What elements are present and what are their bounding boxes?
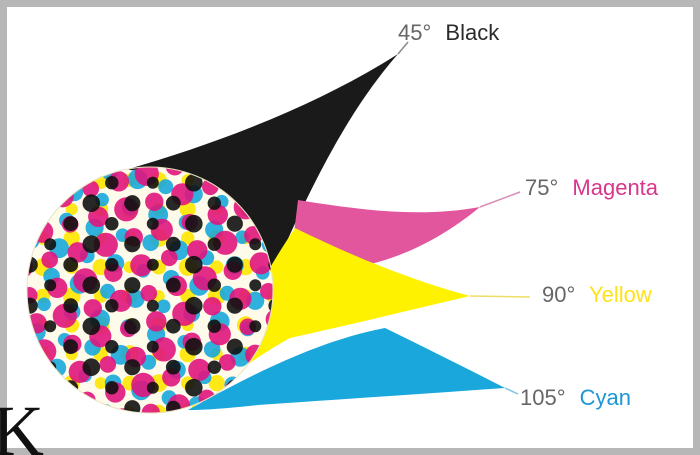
magenta-dot (188, 359, 210, 381)
magenta-dot (43, 370, 61, 388)
black-dot (124, 318, 140, 334)
angle-cyan: 105° (520, 385, 566, 410)
black-dot (166, 319, 181, 334)
black-dot (63, 339, 78, 354)
magenta-dot (219, 354, 236, 371)
black-dot (44, 320, 56, 332)
yellow-dot (64, 173, 79, 188)
black-dot (63, 175, 78, 190)
black-dot (227, 339, 243, 355)
black-dot (249, 361, 261, 373)
black-dot (63, 257, 78, 272)
black-dot (105, 340, 118, 353)
black-dot (44, 197, 56, 209)
black-dot (166, 278, 181, 293)
black-dot (83, 276, 101, 294)
black-dot (105, 217, 118, 230)
angle-yellow: 90° (542, 282, 575, 307)
magenta-dot (145, 193, 163, 211)
black-dot (147, 382, 159, 394)
black-dot (105, 299, 118, 312)
black-dot (83, 317, 101, 335)
black-dot (124, 359, 140, 375)
black-dot (105, 176, 118, 189)
black-dot (249, 279, 261, 291)
black-dot (63, 298, 78, 313)
black-dot (208, 279, 221, 292)
stray-glyph: K (0, 391, 44, 455)
yellow-dot (93, 404, 109, 420)
label-magenta: 75° Magenta (525, 175, 659, 200)
angle-magenta: 75° (525, 175, 558, 200)
black-dot (44, 238, 56, 250)
cyan-dot (158, 179, 173, 194)
black-dot (83, 235, 101, 253)
name-cyan: Cyan (580, 385, 631, 410)
magenta-dot (146, 311, 166, 331)
label-yellow: 90° Yellow (542, 282, 652, 307)
black-dot (227, 257, 243, 273)
yellow-connector (470, 296, 530, 297)
black-dot (227, 216, 243, 232)
black-dot (147, 177, 159, 189)
black-dot (185, 215, 203, 233)
black-dot (227, 298, 243, 314)
black-dot (147, 259, 159, 271)
black-dot (63, 216, 78, 231)
magenta-dot (32, 339, 56, 363)
label-cyan: 105° Cyan (520, 385, 631, 410)
name-yellow: Yellow (589, 282, 652, 307)
black-dot (105, 258, 118, 271)
magenta-dot (41, 251, 58, 268)
magenta-dot (84, 299, 102, 317)
black-dot (208, 238, 221, 251)
black-dot (208, 320, 221, 333)
black-dot (166, 237, 181, 252)
cyan-dot (157, 300, 171, 314)
black-dot (83, 399, 101, 417)
magenta-dot (203, 297, 221, 315)
magenta-dot (100, 356, 117, 373)
black-dot (44, 279, 56, 291)
black-dot (185, 256, 203, 274)
black-dot (22, 339, 38, 355)
magenta-dot (161, 249, 178, 266)
black-dot (185, 379, 203, 397)
black-dot (124, 236, 140, 252)
black-dot (166, 401, 181, 416)
black-dot (124, 277, 140, 293)
cyan-connector (505, 388, 518, 394)
magenta-dot (141, 285, 158, 302)
black-dot (208, 361, 221, 374)
name-black: Black (445, 20, 500, 45)
label-black: 45° Black (398, 20, 500, 45)
angle-black: 45° (398, 20, 431, 45)
black-dot (249, 320, 261, 332)
cyan-dot (37, 298, 51, 312)
black-dot (83, 194, 101, 212)
black-dot (249, 238, 261, 250)
cyan-dot (7, 288, 25, 306)
yellow-dot (35, 201, 51, 217)
black-dot (147, 218, 159, 230)
black-dot (22, 298, 38, 314)
magenta-dot (79, 392, 96, 409)
black-dot (105, 381, 118, 394)
black-dot (147, 341, 159, 353)
black-dot (166, 360, 181, 375)
black-dot (124, 400, 140, 416)
black-dot (185, 297, 203, 315)
black-dot (83, 358, 101, 376)
black-dot (124, 195, 140, 211)
black-dot (166, 196, 181, 211)
cyan-dot (69, 394, 87, 412)
name-magenta: Magenta (572, 175, 658, 200)
black-dot (208, 197, 221, 210)
black-dot (147, 300, 159, 312)
black-dot (185, 338, 203, 356)
magenta-connector (480, 192, 520, 207)
